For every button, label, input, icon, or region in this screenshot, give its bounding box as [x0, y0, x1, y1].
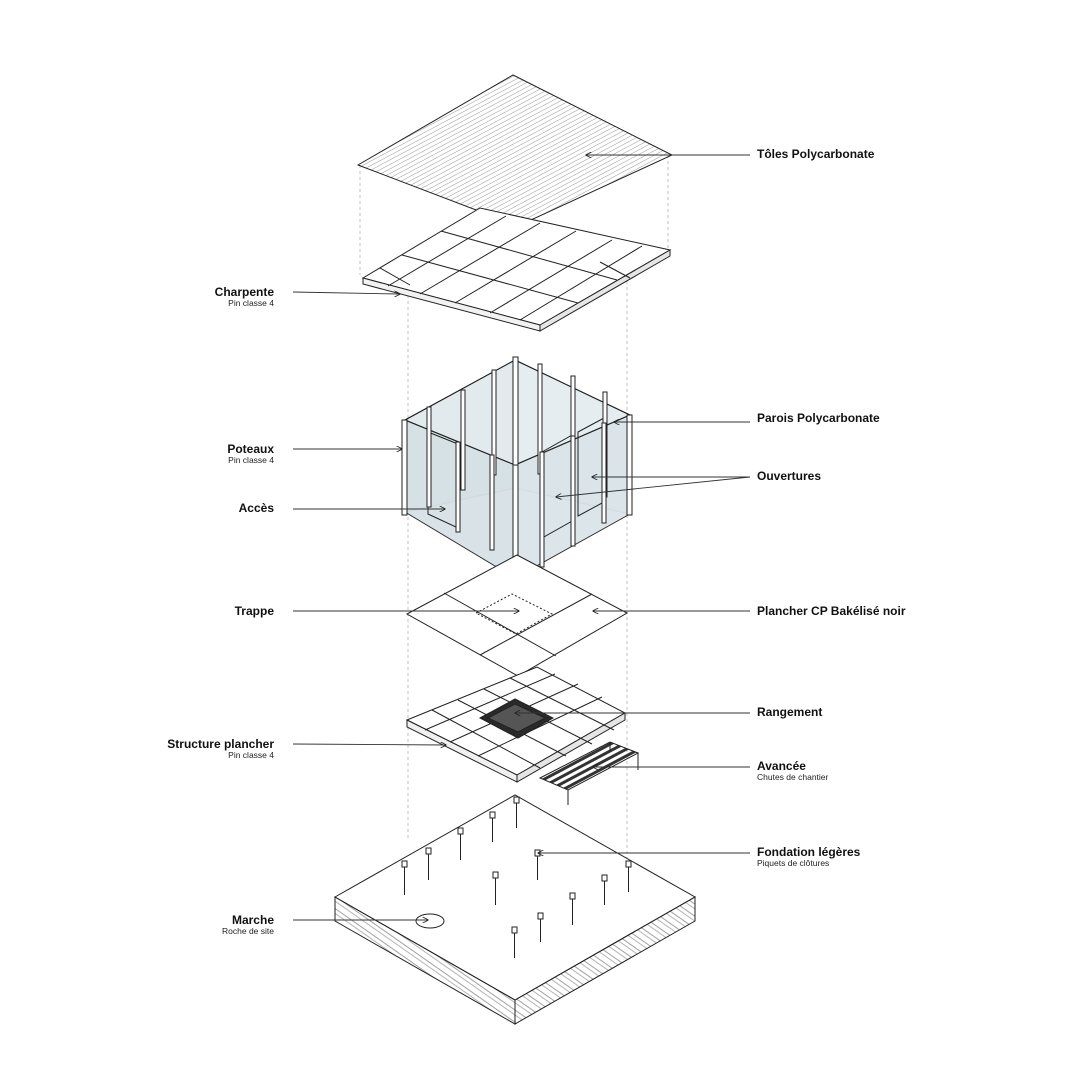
label-marche-title: Marche: [231, 913, 274, 927]
roof-sheet: [356, 74, 674, 227]
storage-box: [478, 698, 555, 739]
label-toles-title: Tôles Polycarbonate: [757, 147, 875, 161]
label-poteaux: Poteaux Pin classe 4: [227, 442, 274, 466]
label-plancher-title: Plancher CP Bakélisé noir: [757, 604, 906, 618]
label-avancee: Avancée Chutes de chantier: [757, 759, 829, 783]
label-avancee-sub: Chutes de chantier: [757, 772, 829, 783]
deck-extension: [538, 741, 640, 805]
label-acces-title: Accès: [238, 501, 274, 515]
label-acces: Accès: [238, 501, 274, 515]
label-plancher: Plancher CP Bakélisé noir: [757, 604, 906, 618]
floor-panel: [405, 554, 629, 677]
label-structure-sub: Pin classe 4: [228, 750, 274, 761]
label-rangement-title: Rangement: [757, 705, 823, 719]
label-fondation: Fondation légères Piquets de clôtures: [757, 845, 861, 869]
label-trappe: Trappe: [234, 604, 274, 618]
label-marche-sub: Roche de site: [222, 926, 274, 937]
label-structure: Structure plancher Pin classe 4: [167, 737, 274, 761]
walls-and-posts: [401, 356, 633, 579]
label-avancee-title: Avancée: [757, 759, 806, 773]
foundation-stakes: [401, 796, 632, 958]
label-ouvertures-title: Ouvertures: [757, 469, 822, 483]
leader-ouvertures-2: [556, 476, 751, 497]
roof-frame: [361, 207, 672, 332]
label-poteaux-sub: Pin classe 4: [228, 455, 274, 466]
label-charpente-title: Charpente: [214, 285, 274, 299]
label-fondation-title: Fondation légères: [757, 845, 861, 859]
label-charpente-sub: Pin classe 4: [228, 298, 274, 309]
label-parois: Parois Polycarbonate: [757, 411, 880, 425]
projection-lines: [359, 155, 669, 860]
label-charpente: Charpente Pin classe 4: [214, 285, 274, 309]
label-structure-title: Structure plancher: [167, 737, 274, 751]
leader-lines: [292, 155, 751, 920]
leader-structure: [292, 744, 446, 745]
label-marche: Marche Roche de site: [222, 913, 274, 937]
label-rangement: Rangement: [757, 705, 823, 719]
label-trappe-title: Trappe: [234, 604, 274, 618]
ground-block: [333, 794, 697, 1025]
leader-charpente: [292, 292, 400, 294]
label-poteaux-title: Poteaux: [227, 442, 274, 456]
label-toles: Tôles Polycarbonate: [757, 147, 875, 161]
label-ouvertures: Ouvertures: [757, 469, 822, 483]
label-fondation-sub: Piquets de clôtures: [757, 858, 830, 869]
label-parois-title: Parois Polycarbonate: [757, 411, 880, 425]
